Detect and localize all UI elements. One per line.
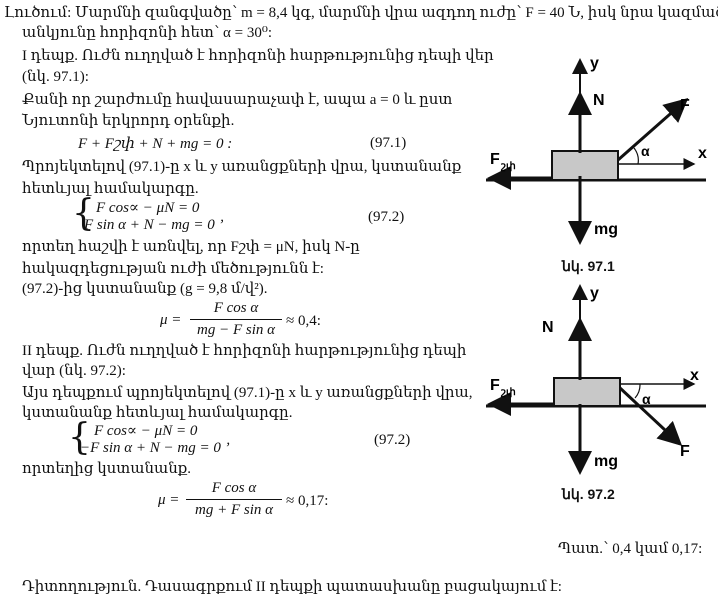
alpha-label: α [642,391,651,407]
intro-line-2: անկյունը հորիզոնի հետ՝ α = 30⁰: [22,25,273,41]
block [553,377,621,407]
case1-line-9: (97.2)-ից կստանանք (g = 9,8 մ/վ²). [22,281,268,297]
case1-line-2: (նկ. 97.1): [22,69,89,85]
case2-mu-numerator: F cos α [211,480,257,496]
y-label: y [590,285,599,302]
figure-97-2: y x N F F շփ mg α [486,284,706,475]
system-brace: { [72,193,95,234]
case1-system-eq-2: F sin α + N − mg = 0 ’ [84,217,224,233]
mg-label: mg [594,221,618,238]
alpha-label: α [641,143,650,159]
system-brace: { [68,417,91,458]
case2-mu-lhs: μ = [158,492,180,508]
intro-line-1: Լուծում: Մարմնի զանգվածը՝ m = 8,4 կգ, մա… [4,5,718,21]
case1-line-8: հակազդեցության ուժի մեծությունն է: [22,261,324,277]
figure-97-1: y x N F F շփ mg α [486,55,707,245]
case1-line-3: Քանի որ շարժումը հավասարաչափ է, ապա a = … [22,92,453,108]
case1-mu-numerator: F cos α [213,300,259,316]
case2-system-eq-1: F cos∝ − μN = 0 [94,423,198,439]
answer: Պատ.՝ 0,4 կամ 0,17: [558,541,703,557]
y-label: y [590,55,599,72]
angle-arc [633,147,639,165]
case2-line-1: II դեպք. Ուժն ուղղված է հորիզոնի հարթութ… [22,343,467,359]
block [551,150,619,181]
n-label: N [542,319,554,336]
friction-label: F [490,377,500,394]
applied-force-arrow [617,98,689,162]
case1-line-5: Պրոյեկտելով (97.1)-ը x և y առանցքների վր… [22,159,462,175]
newton-second-law-equation: F + Fշփ + N + mg = 0 : [78,136,233,152]
case2-system-eq-2: −F sin α + N − mg = 0 ’ [80,440,230,456]
f-label: F [680,443,690,460]
case1-mu-denominator: mg − F sin α [197,322,275,338]
case2-mu-result: ≈ 0,17: [286,493,329,509]
case2-line-2: վար (նկ. 97.2): [22,363,126,379]
friction-subscript: շփ [500,387,516,398]
n-label: N [593,92,605,109]
figure-97-1-caption: նկ. 97.1 [562,258,615,274]
equation-number-97-2b: (97.2) [374,432,411,448]
case1-mu-result: ≈ 0,4: [286,313,321,329]
case1-line-1: I դեպք. Ուժն ուղղված է հորիզոնի հարթությ… [22,48,494,64]
case1-line-4: Նյուտոնի երկրորդ օրենքի. [22,113,235,129]
discussion-note: Դիտողություն. Դասագրքում II դեպքի պատասխ… [22,579,562,595]
friction-label: F [490,151,500,168]
case1-line-6: հետևյալ համակարգը. [22,181,199,197]
x-label: x [690,367,699,384]
case2-line-3: Այս դեպքում պրոյեկտելով (97.1)-ը x և y ա… [22,385,473,401]
case1-system-eq-1: F cos∝ − μN = 0 [96,200,200,216]
applied-force-arrow [618,386,683,447]
figure-97-2-caption: նկ. 97.2 [562,486,615,502]
friction-subscript: շփ [500,161,516,172]
case1-line-7: որտեղ հաշվի է առնվել, որ Fշփ = μN, իսկ N… [22,239,360,255]
case2-line-4: կստանանք հետևյալ համակարգը. [22,405,293,421]
equation-number-97-2: (97.2) [368,209,405,225]
case1-mu-lhs: μ = [160,312,182,328]
f-label: F [680,97,690,114]
x-label: x [698,145,707,162]
equation-number-97-1: (97.1) [370,135,407,151]
mg-label: mg [594,453,618,470]
case2-mu-fraction: F cos α mg + F sin α [186,480,282,519]
case1-mu-fraction: F cos α mg − F sin α [190,300,282,339]
case2-line-5: որտեղից կստանանք. [22,461,192,477]
case2-mu-denominator: mg + F sin α [195,502,273,518]
angle-arc [634,383,641,399]
